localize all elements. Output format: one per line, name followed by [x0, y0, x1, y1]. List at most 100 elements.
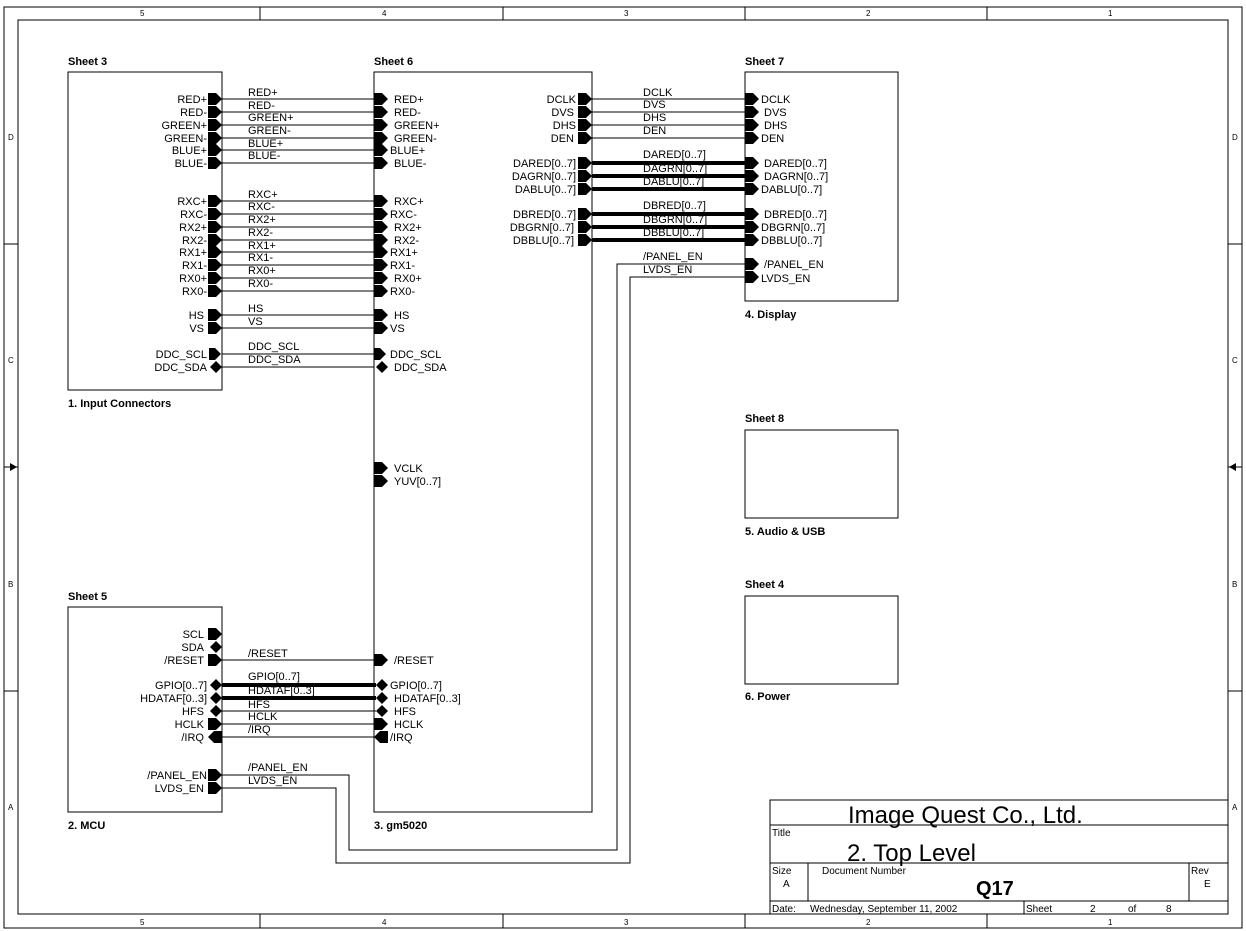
net-label: DCLK	[643, 87, 673, 99]
sheet-pin[interactable]: RX2-	[182, 234, 222, 247]
pin-label: DBGRN[0..7]	[761, 222, 825, 234]
sheet-pin[interactable]: GREEN+	[374, 119, 440, 132]
sheet-pin[interactable]: HS	[374, 309, 409, 322]
sheet-pin[interactable]: HFS	[376, 705, 416, 718]
sheet-pin[interactable]: DABLU[0..7]	[515, 183, 592, 196]
sheet-pin[interactable]: HCLK	[374, 718, 424, 731]
sheet-pin[interactable]: DAGRN[0..7]	[745, 170, 828, 183]
row-label-right: A	[1232, 803, 1238, 812]
sheet-pin[interactable]: RX2+	[374, 221, 422, 234]
sheet-pin[interactable]: DBBLU[0..7]	[745, 234, 822, 247]
pin-label: VCLK	[394, 463, 423, 475]
sheet-pin[interactable]: DVS	[745, 106, 787, 119]
sheet-pin[interactable]: RXC-	[374, 208, 417, 221]
sheet-pin[interactable]: RED+	[177, 93, 222, 106]
sheet-pin[interactable]: RX2-	[374, 234, 419, 247]
sheet-pin[interactable]: BLUE+	[374, 144, 425, 157]
sheet-symbol-gm5020[interactable]: Sheet 6 3. gm5020	[373, 56, 593, 832]
sheet-pin[interactable]: RX0-	[374, 285, 415, 298]
sheet-pin[interactable]: RX0-	[182, 285, 222, 298]
col-label-top: 1	[1108, 9, 1113, 18]
sheet-pin[interactable]: DBGRN[0..7]	[510, 221, 592, 234]
sheet-pin[interactable]: DDC_SDA	[154, 361, 222, 374]
sheet-pin[interactable]: LVDS_EN	[745, 271, 810, 285]
sheet-pin[interactable]: RX1-	[374, 259, 415, 272]
sheet-pin[interactable]: DBBLU[0..7]	[513, 234, 592, 247]
sheet-pin[interactable]: /IRQ	[181, 731, 222, 744]
sheet-pin[interactable]: VS	[374, 322, 405, 335]
pin-label: DDC_SDA	[394, 362, 447, 374]
sheet-symbol-mcu[interactable]: Sheet 5 2. MCU	[67, 591, 223, 832]
sheet-pin[interactable]: DARED[0..7]	[513, 157, 592, 170]
sheet-pin[interactable]: GPIO[0..7]	[155, 679, 222, 692]
sheet-symbol-audio-usb[interactable]: Sheet 8 5. Audio & USB	[744, 413, 899, 538]
pin-label: HCLK	[394, 719, 424, 731]
sheet-pin[interactable]: RX0+	[374, 272, 422, 285]
sheet-pin[interactable]: DBRED[0..7]	[745, 208, 827, 221]
pin-label: DCLK	[761, 94, 791, 106]
sheet-pin[interactable]: RX2+	[179, 221, 222, 234]
sheet-pin[interactable]: RED-	[374, 106, 421, 119]
sheet-pin[interactable]: DHS	[745, 119, 787, 132]
sheet-pin[interactable]: GREEN-	[374, 132, 437, 145]
sheet-pin[interactable]: DBRED[0..7]	[513, 208, 592, 221]
pin-label: DHS	[553, 120, 576, 132]
sheet-pin[interactable]: DDC_SCL	[156, 348, 221, 361]
sheet-pin[interactable]: SCL	[183, 628, 222, 641]
sheet-pin[interactable]: HDATAF[0..3]	[140, 692, 222, 705]
sheet-pin[interactable]: DDC_SCL	[374, 348, 441, 361]
sheet-pin[interactable]: DAGRN[0..7]	[512, 170, 592, 183]
sheet-pin[interactable]: VS	[189, 322, 222, 335]
pin-label: BLUE+	[172, 145, 207, 157]
sheet-pin[interactable]: /PANEL_EN	[147, 769, 222, 782]
sheet-pin[interactable]: DDC_SDA	[376, 361, 447, 374]
sheet-pin[interactable]: RX0+	[179, 272, 222, 285]
sheet-pin[interactable]: DHS	[553, 119, 592, 132]
col-label-top: 5	[140, 9, 145, 18]
sheet-pin[interactable]: HCLK	[175, 718, 222, 731]
col-label-bottom: 1	[1108, 918, 1113, 927]
pin-label: GREEN+	[394, 120, 440, 132]
sheet-symbol-input-connectors[interactable]: Sheet 3 1. Input Connectors	[67, 56, 223, 410]
sheet-pin[interactable]: RX1+	[374, 246, 418, 259]
sheet-pin[interactable]: RXC+	[374, 195, 424, 208]
sheet-pin[interactable]: BLUE-	[175, 157, 222, 170]
sheet-pin[interactable]: RED+	[374, 93, 424, 106]
sheet-pin[interactable]: LVDS_EN	[155, 782, 222, 795]
sheet-pin[interactable]: DBGRN[0..7]	[745, 221, 825, 234]
net-label: LVDS_EN	[248, 775, 297, 787]
sheet-pin[interactable]: RX1-	[182, 259, 222, 272]
sheet-pin[interactable]: /IRQ	[374, 731, 413, 744]
date-label: Date:	[772, 904, 796, 915]
sheet-pin[interactable]: DEN	[745, 132, 784, 145]
sheet-pin[interactable]: BLUE+	[172, 144, 222, 157]
sheet-pin[interactable]: HS	[189, 309, 222, 322]
sheet-pin[interactable]: /PANEL_EN	[745, 258, 824, 271]
sheet-pin[interactable]: BLUE-	[374, 157, 427, 170]
sheet-pin[interactable]: /RESET	[164, 654, 222, 667]
sheet-pin[interactable]: GREEN+	[161, 119, 222, 132]
net-label: DEN	[643, 125, 666, 137]
sheet-pin[interactable]: GREEN-	[164, 132, 222, 145]
sheet-pin[interactable]: DCLK	[745, 93, 791, 106]
sheet-pin[interactable]: RX1+	[179, 246, 222, 259]
pin-label: HFS	[394, 706, 416, 718]
pin-label: HS	[189, 310, 204, 322]
sheet-pin[interactable]: DVS	[551, 106, 592, 119]
sheet-pin[interactable]: HDATAF[0..3]	[376, 692, 461, 705]
sheet-pin[interactable]: DEN	[551, 132, 592, 145]
pin-label: BLUE-	[175, 158, 208, 170]
sheet-pin[interactable]: HFS	[182, 705, 222, 718]
sheet-pin[interactable]: YUV[0..7]	[374, 475, 441, 488]
sheet-pin[interactable]: SDA	[181, 641, 222, 654]
sheet-pin[interactable]: GPIO[0..7]	[376, 679, 442, 692]
sheet-pin[interactable]: RXC+	[177, 195, 222, 208]
sheet-symbol-power[interactable]: Sheet 4 6. Power	[744, 579, 899, 703]
sheet-pin[interactable]: RED-	[180, 106, 222, 119]
sheet-pin[interactable]: VCLK	[374, 462, 423, 475]
sheet-pin[interactable]: DARED[0..7]	[745, 157, 827, 170]
sheet-pin[interactable]: DABLU[0..7]	[745, 183, 822, 196]
sheet-pin[interactable]: /RESET	[374, 654, 434, 667]
sheet-pin[interactable]: RXC-	[180, 208, 222, 221]
sheet-pin[interactable]: DCLK	[547, 93, 592, 106]
